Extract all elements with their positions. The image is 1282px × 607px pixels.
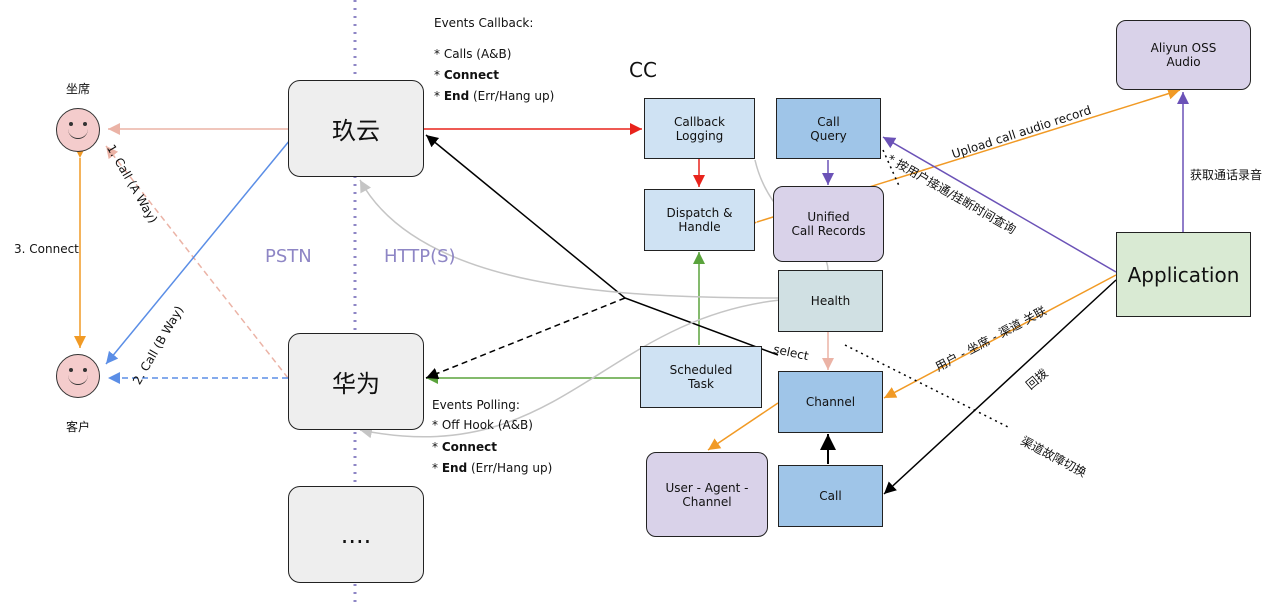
get-audio-label: 获取通话录音: [1190, 168, 1263, 182]
cc-title: CC: [629, 58, 657, 82]
select-dashed-edge: [425, 297, 626, 380]
provider-more[interactable]: ....: [288, 486, 424, 583]
health-jiuyun-edge: [359, 179, 781, 299]
call-box[interactable]: Call: [778, 465, 883, 527]
oss-box[interactable]: Aliyun OSS Audio: [1116, 20, 1251, 90]
health-huawei-edge: [359, 299, 781, 439]
failover-edge: [844, 344, 1011, 429]
application-box[interactable]: Application: [1116, 232, 1251, 317]
channel-uac-edge: [707, 402, 779, 451]
events-callback-title: Events Callback:: [434, 16, 534, 30]
agent-label: 坐席: [66, 82, 91, 96]
call-query-box[interactable]: Call Query: [776, 98, 881, 159]
pstn-label: PSTN: [265, 246, 312, 267]
customer-icon: [56, 354, 100, 398]
provider-jiuyun[interactable]: 玖云: [288, 80, 424, 177]
app-query-edge: [882, 136, 1117, 273]
events-callback-line2: * Connect: [434, 68, 499, 82]
call-a-dashed-edge: [105, 145, 289, 379]
query-leader-edge: [882, 149, 901, 189]
events-polling-title: Events Polling:: [432, 398, 520, 412]
events-polling-line3: * End (Err/Hang up): [432, 461, 553, 475]
events-polling-line2: * Connect: [432, 440, 497, 454]
events-polling-line1: * Off Hook (A&B): [432, 418, 533, 432]
channel-box[interactable]: Channel: [778, 371, 883, 433]
health-box[interactable]: Health: [778, 270, 883, 332]
call-b-edge: [105, 139, 291, 365]
events-callback-line1: * Calls (A&B): [434, 47, 512, 61]
app-channel-edge: [883, 274, 1117, 399]
agent-icon: [56, 108, 100, 152]
provider-huawei[interactable]: 华为: [288, 333, 424, 430]
connect-label: 3. Connect: [14, 242, 79, 256]
dispatch-handle-box[interactable]: Dispatch & Handle: [644, 189, 755, 251]
unified-call-records-box[interactable]: Unified Call Records: [773, 186, 884, 262]
scheduled-task-box[interactable]: Scheduled Task: [640, 346, 762, 408]
user-agent-channel-box[interactable]: User - Agent - Channel: [646, 452, 768, 537]
app-call-edge: [883, 279, 1117, 495]
callback-logging-box[interactable]: Callback Logging: [644, 98, 755, 159]
customer-label: 客户: [66, 420, 91, 434]
http-label: HTTP(S): [384, 246, 456, 267]
events-callback-line3: * End (Err/Hang up): [434, 89, 555, 103]
